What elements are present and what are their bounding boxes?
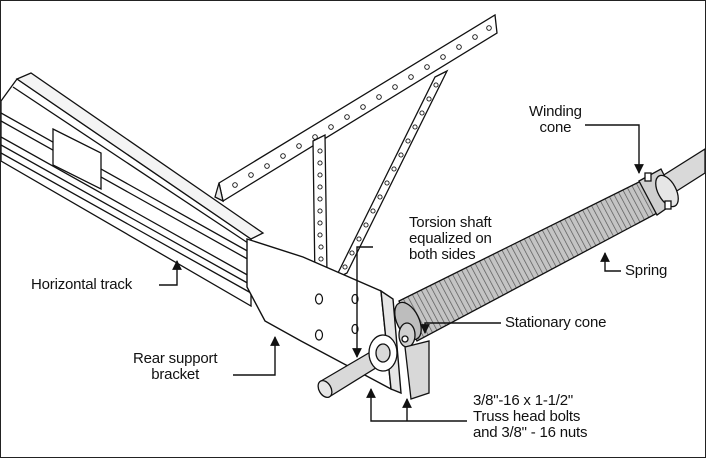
horizontal-track — [1, 72, 265, 308]
rear-support-bracket-label: Rear support bracket — [133, 350, 218, 383]
stationary-cone — [398, 322, 430, 400]
torsion-shaft-left — [317, 334, 398, 399]
winding-cone-label: Winding cone — [529, 103, 582, 136]
stationary-cone-label: Stationary cone — [505, 314, 607, 331]
horizontal-track-label: Horizontal track — [31, 276, 133, 293]
leader-lines — [159, 124, 644, 422]
torsion-shaft-label: Torsion shaft equalized on both sides — [409, 214, 492, 263]
perforated-vertical-hanger — [312, 133, 328, 283]
perforated-angle-top — [214, 13, 498, 203]
winding-cone — [638, 168, 679, 216]
spring-label: Spring — [625, 262, 668, 279]
bolts-label: 3/8"-16 x 1-1/2" Truss head bolts and 3/… — [473, 392, 588, 441]
